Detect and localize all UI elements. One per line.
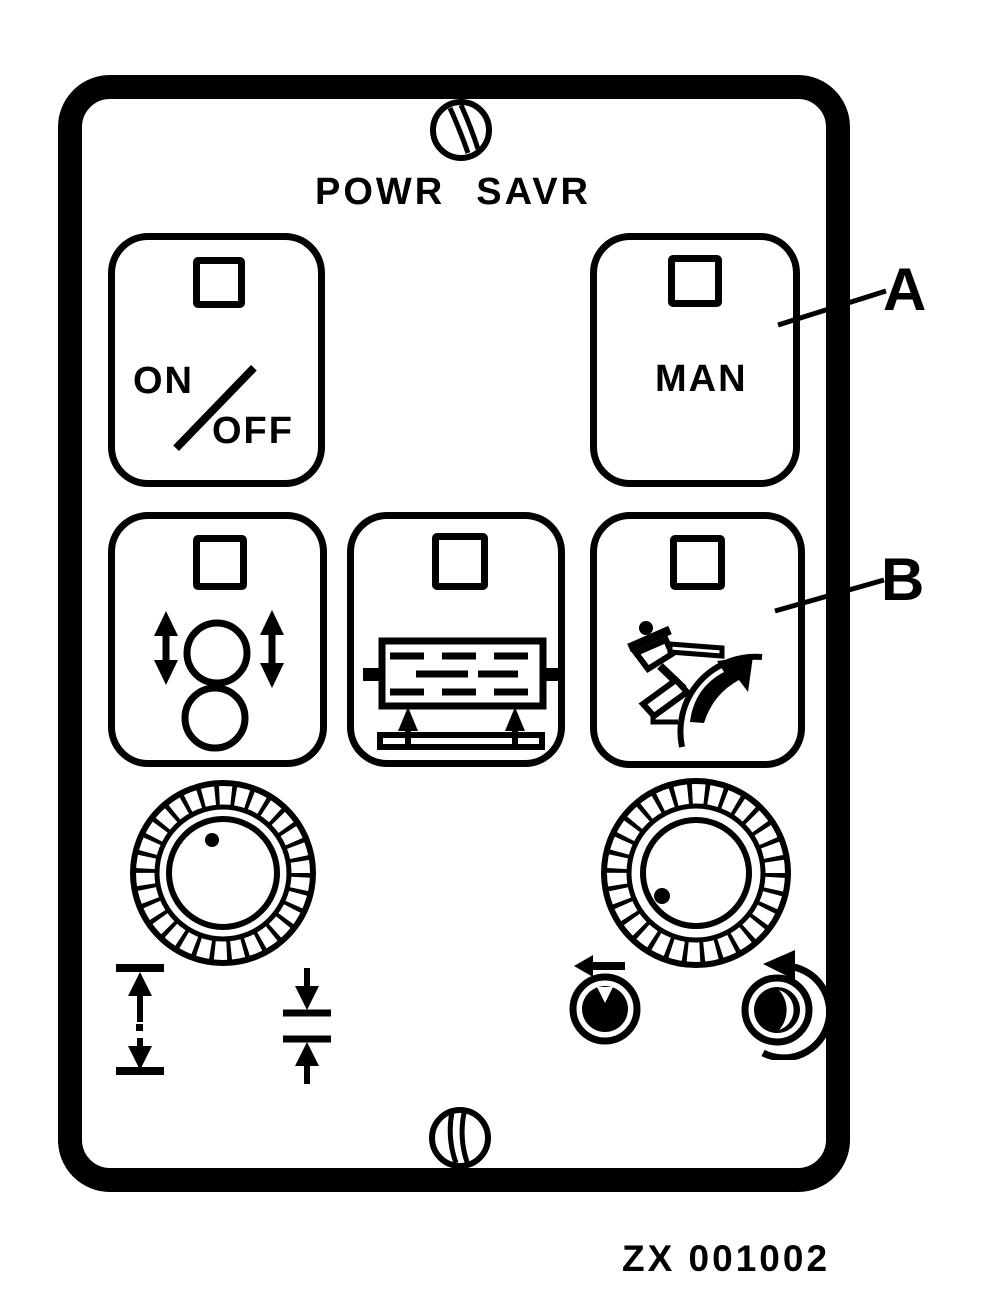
- screw-icon: [429, 1107, 491, 1169]
- copy-control-knob[interactable]: [129, 779, 317, 967]
- tray-indicator: [432, 533, 488, 590]
- expand-gap-icon: [116, 964, 164, 1075]
- callout-b: B: [881, 546, 925, 613]
- head-tilt-icon: [627, 621, 763, 748]
- figure-code: ZX 001002: [622, 1238, 831, 1279]
- knob-slot: [779, 990, 794, 1030]
- tray-raise-button[interactable]: [347, 512, 565, 767]
- man-indicator: [668, 255, 722, 307]
- up-down-arrow-icon: [154, 611, 178, 685]
- ccw-arrow-icon: [761, 950, 834, 1060]
- platen-indicator: [193, 535, 247, 590]
- knob-position-dot: [654, 888, 670, 904]
- on-off-button[interactable]: ON OFF: [108, 233, 325, 487]
- on-off-indicator: [193, 257, 245, 308]
- rollers-up-down-icon: [154, 610, 284, 752]
- panel-title-word2: SAVR: [476, 171, 591, 213]
- knob-position-dot: [205, 833, 219, 847]
- head-tilt-button[interactable]: [590, 512, 805, 768]
- knob-notch: [597, 987, 613, 1003]
- curved-arrow-icon: [690, 656, 753, 723]
- on-label: ON: [133, 360, 194, 402]
- platen-updown-button[interactable]: [108, 512, 327, 767]
- left-arrow-icon: [574, 955, 625, 977]
- up-down-arrow-icon: [260, 610, 284, 688]
- panel-title: POWR SAVR: [315, 173, 591, 211]
- up-arrow-icon: [398, 707, 418, 745]
- forms-control-knob[interactable]: [599, 776, 793, 970]
- tilt-indicator: [670, 535, 725, 590]
- callout-a: A: [883, 256, 927, 323]
- slotted-knob-left[interactable]: [560, 945, 650, 1050]
- tray-raise-icon: [363, 637, 562, 750]
- off-label: OFF: [212, 410, 294, 452]
- slotted-knob-right[interactable]: [735, 940, 835, 1060]
- screw-icon: [430, 99, 492, 161]
- panel-title-word1: POWR: [315, 171, 446, 213]
- compress-gap-icon: [283, 968, 331, 1084]
- man-label: MAN: [655, 358, 748, 400]
- up-arrow-icon: [505, 707, 525, 745]
- man-button[interactable]: MAN: [590, 233, 800, 487]
